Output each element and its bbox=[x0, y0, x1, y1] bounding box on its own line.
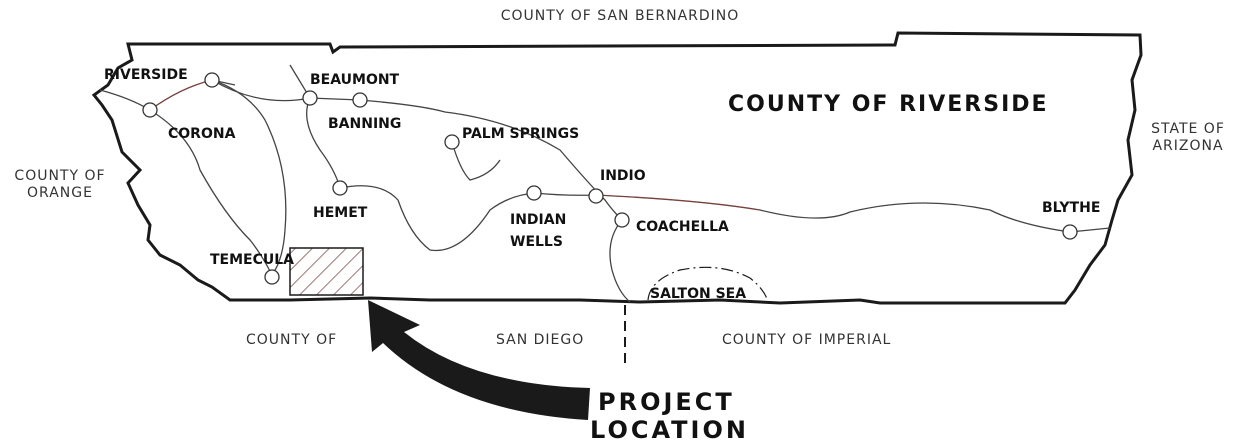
marker-palm-springs bbox=[444, 134, 460, 150]
marker-corona bbox=[142, 102, 158, 118]
city-label-hemet: HEMET bbox=[313, 205, 368, 221]
project-area-hatch bbox=[289, 247, 364, 296]
label-san-diego: SAN DIEGO bbox=[496, 332, 584, 348]
marker-coachella bbox=[614, 212, 630, 228]
project-label-line2: LOCATION bbox=[590, 416, 749, 444]
city-label-indian-wells-line1: INDIAN bbox=[510, 212, 566, 228]
city-markers bbox=[142, 72, 1078, 285]
city-label-indio: INDIO bbox=[600, 168, 646, 184]
marker-temecula bbox=[264, 269, 280, 285]
city-label-riverside: RIVERSIDE bbox=[104, 67, 188, 83]
label-orange-line1: COUNTY OF bbox=[14, 168, 105, 184]
map-title: COUNTY OF RIVERSIDE bbox=[728, 92, 1049, 117]
marker-blythe bbox=[1062, 224, 1078, 240]
marker-beaumont bbox=[302, 90, 318, 106]
project-label-line1: PROJECT bbox=[598, 388, 735, 416]
city-label-indian-wells-line2: WELLS bbox=[510, 234, 563, 250]
city-label-blythe: BLYTHE bbox=[1042, 200, 1100, 216]
city-label-beaumont: BEAUMONT bbox=[310, 72, 400, 88]
label-county-of-sd: COUNTY OF bbox=[246, 332, 337, 348]
label-arizona-line1: STATE OF bbox=[1151, 121, 1225, 137]
county-boundary bbox=[91, 31, 1143, 305]
label-orange-line2: ORANGE bbox=[27, 185, 93, 201]
salton-sea-shape bbox=[647, 266, 769, 303]
marker-indian-wells bbox=[526, 185, 542, 201]
city-label-palm-springs: PALM SPRINGS bbox=[462, 126, 579, 142]
marker-banning bbox=[352, 92, 368, 108]
label-arizona-line2: ARIZONA bbox=[1152, 138, 1223, 154]
city-label-corona: CORONA bbox=[168, 126, 236, 142]
city-label-temecula: TEMECULA bbox=[210, 252, 294, 268]
project-arrow bbox=[368, 300, 590, 420]
city-label-banning: BANNING bbox=[328, 116, 401, 132]
salton-sea-label: SALTON SEA bbox=[650, 286, 746, 302]
marker-riverside bbox=[204, 72, 220, 88]
marker-indio bbox=[588, 188, 604, 204]
label-imperial: COUNTY OF IMPERIAL bbox=[722, 332, 891, 348]
label-san-bernardino: COUNTY OF SAN BERNARDINO bbox=[501, 8, 740, 24]
city-label-coachella: COACHELLA bbox=[636, 219, 729, 235]
marker-hemet bbox=[332, 180, 348, 196]
